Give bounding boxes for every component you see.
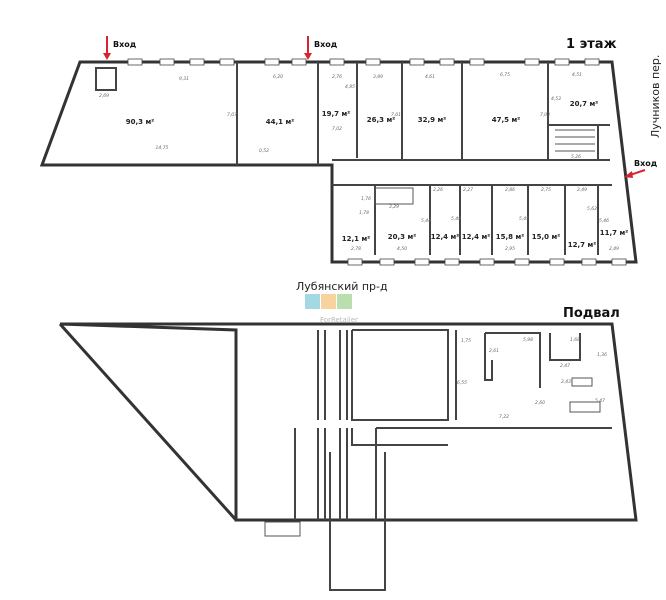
- svg-text:2,69: 2,69: [99, 93, 109, 99]
- floor1-outer-wall: [39, 60, 638, 264]
- svg-text:2,47: 2,47: [560, 363, 570, 369]
- svg-text:6,75: 6,75: [500, 72, 510, 78]
- svg-text:6,55: 6,55: [457, 380, 467, 386]
- svg-text:2,49: 2,49: [609, 246, 619, 252]
- interior-walls: [95, 62, 612, 255]
- svg-text:2,43: 2,43: [561, 379, 571, 385]
- svg-text:5,48: 5,48: [451, 216, 461, 222]
- room-area: 47,5 м²: [492, 116, 521, 124]
- room-area: 12,1 м²: [342, 235, 371, 243]
- svg-text:1,75: 1,75: [461, 338, 471, 344]
- plate-icon: [321, 294, 336, 309]
- entrance-2: Вход: [304, 36, 338, 60]
- floor1-plan: 90,3 м² 44,1 м² 19,7 м² 26,3 м² 32,9 м² …: [39, 36, 662, 266]
- svg-text:Вход: Вход: [634, 159, 658, 168]
- svg-text:9,31: 9,31: [179, 76, 189, 82]
- svg-text:2,76: 2,76: [332, 74, 342, 80]
- svg-text:2,49: 2,49: [577, 187, 587, 193]
- room-area: 15,8 м²: [496, 233, 525, 241]
- room-area: 12,7 м²: [568, 241, 597, 249]
- svg-text:3,29: 3,29: [389, 204, 399, 210]
- svg-text:Вход: Вход: [314, 40, 338, 49]
- svg-text:1,68: 1,68: [570, 337, 580, 343]
- svg-text:7,07: 7,07: [227, 112, 237, 118]
- watermark-logo: ForRetailer: [305, 294, 358, 324]
- svg-text:5,26: 5,26: [571, 154, 581, 160]
- svg-text:ForRetailer: ForRetailer: [320, 316, 358, 324]
- room-area: 44,1 м²: [266, 118, 295, 126]
- svg-text:2,75: 2,75: [541, 187, 551, 193]
- svg-text:5,47: 5,47: [595, 398, 605, 404]
- svg-text:6,20: 6,20: [273, 74, 283, 80]
- svg-text:2,95: 2,95: [505, 246, 515, 252]
- svg-text:2,78: 2,78: [351, 246, 361, 252]
- svg-text:5,44: 5,44: [421, 218, 431, 224]
- room-area: 32,9 м²: [418, 116, 447, 124]
- svg-text:14,75: 14,75: [156, 145, 169, 151]
- street-label-right: Лучников пер.: [649, 55, 662, 138]
- floor1-title: 1 этаж: [566, 37, 617, 52]
- entrance-3: Вход: [624, 159, 658, 178]
- room-area: 11,7 м²: [600, 229, 629, 237]
- svg-text:4,85: 4,85: [345, 84, 355, 90]
- svg-text:5,62: 5,62: [587, 206, 597, 212]
- svg-text:4,61: 4,61: [425, 74, 435, 80]
- svg-text:1,36: 1,36: [597, 352, 607, 358]
- cart-icon: [305, 294, 320, 309]
- svg-text:5,45: 5,45: [519, 216, 529, 222]
- svg-text:3,89: 3,89: [373, 74, 383, 80]
- basement-plan: Подвал 1,75 5,98 1,68 2,61 2,47 1,36 6,5…: [58, 306, 638, 591]
- room-area: 12,4 м²: [431, 233, 460, 241]
- svg-text:2,27: 2,27: [463, 187, 473, 193]
- street-label-bottom: Лубянский пр-д: [296, 280, 388, 293]
- svg-text:4,53: 4,53: [551, 96, 561, 102]
- svg-text:2,86: 2,86: [505, 187, 515, 193]
- room-area: 20,3 м²: [388, 233, 417, 241]
- svg-text:1,78: 1,78: [359, 210, 369, 216]
- svg-text:7,02: 7,02: [332, 126, 342, 132]
- svg-text:2,61: 2,61: [489, 348, 499, 354]
- basement-title: Подвал: [563, 306, 620, 321]
- windows: [127, 58, 627, 266]
- room-area: 26,3 м²: [367, 116, 396, 124]
- room-area: 90,3 м²: [126, 118, 155, 126]
- basement-outer-wall: [59, 322, 638, 522]
- room-area: 20,7 м²: [570, 100, 599, 108]
- entrance-1: Вход: [103, 36, 137, 60]
- svg-text:Вход: Вход: [113, 40, 137, 49]
- svg-text:0,52: 0,52: [259, 148, 269, 154]
- room-area: 15,0 м²: [532, 233, 561, 241]
- room-area: 12,4 м²: [462, 233, 491, 241]
- svg-text:2,26: 2,26: [433, 187, 443, 193]
- hanger-icon: [337, 294, 352, 309]
- svg-text:4,50: 4,50: [397, 246, 407, 252]
- svg-text:5,98: 5,98: [523, 337, 533, 343]
- svg-text:7,01: 7,01: [391, 112, 401, 118]
- svg-text:7,22: 7,22: [499, 414, 509, 420]
- svg-text:2,60: 2,60: [535, 400, 545, 406]
- arrow-down-icon: [304, 53, 312, 60]
- arrow-left-icon: [624, 171, 633, 178]
- room-area: 19,7 м²: [322, 110, 351, 118]
- svg-text:4,51: 4,51: [572, 72, 582, 78]
- svg-text:1,76: 1,76: [361, 196, 371, 202]
- arrow-down-icon: [103, 53, 111, 60]
- svg-text:5,46: 5,46: [599, 218, 609, 224]
- dimensions: 9,31 6,20 2,76 3,89 4,61 6,75 4,51 14,75…: [99, 72, 619, 252]
- svg-text:7,03: 7,03: [540, 112, 550, 118]
- basement-dimensions: 1,75 5,98 1,68 2,61 2,47 1,36 6,55 2,43 …: [457, 337, 607, 420]
